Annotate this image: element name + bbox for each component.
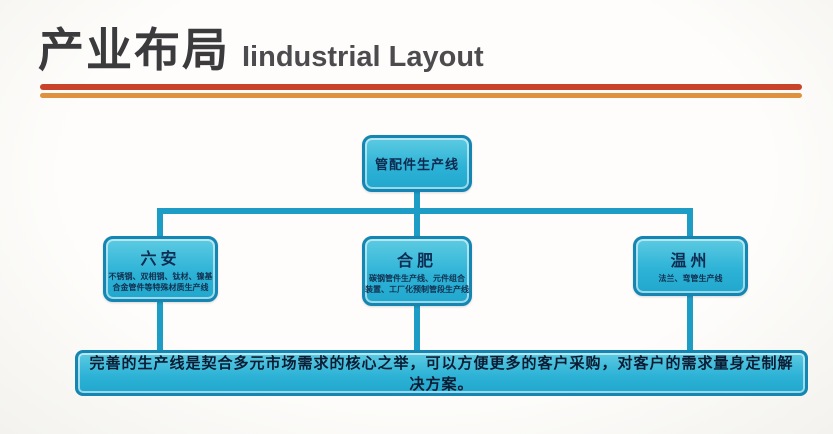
page-title-zh: 产业布局	[38, 24, 230, 76]
branch-desc-hefei: 碳钢管件生产线、元件组合 装置、工厂化预制管段生产线	[365, 273, 469, 294]
branch-node-luan: 六安 不锈钢、双相钢、钛材、镍基 合金管件等特殊材质生产线	[103, 236, 218, 302]
branch-label-hefei: 合肥	[396, 252, 437, 270]
branch-label-wenzhou: 温州	[670, 253, 711, 271]
branch-desc-luan: 不锈钢、双相钢、钛材、镍基 合金管件等特殊材质生产线	[108, 271, 213, 292]
root-node-label: 管配件生产线	[374, 157, 459, 172]
connector-root-stub	[414, 188, 420, 214]
branch-label-luan: 六安	[140, 250, 181, 268]
page-title-en: Iindustrial Layout	[242, 41, 484, 73]
footer-text: 完善的生产线是契合多元市场需求的核心之举，可以方便更多的客户采购，对客户的需求量…	[89, 355, 794, 393]
connector-drop-hefei	[414, 208, 420, 240]
page-title: 产业布局 Iindustrial Layout	[38, 14, 484, 80]
connector-hefei-footer	[414, 304, 420, 352]
branch-desc-wenzhou: 法兰、弯管生产线	[658, 274, 723, 284]
root-node: 管配件生产线	[362, 135, 472, 192]
connector-horizontal	[157, 208, 693, 214]
footer-bar: 完善的生产线是契合多元市场需求的核心之举，可以方便更多的客户采购，对客户的需求量…	[75, 350, 808, 396]
connector-wenzhou-footer	[687, 294, 693, 352]
connector-luan-footer	[157, 300, 163, 352]
title-rule-top	[40, 84, 802, 90]
connector-drop-wenzhou	[687, 208, 693, 240]
branch-node-hefei: 合肥 碳钢管件生产线、元件组合 装置、工厂化预制管段生产线	[362, 236, 472, 306]
title-rule-bottom	[40, 93, 802, 98]
branch-node-wenzhou: 温州 法兰、弯管生产线	[633, 236, 748, 296]
connector-drop-luan	[157, 208, 163, 240]
